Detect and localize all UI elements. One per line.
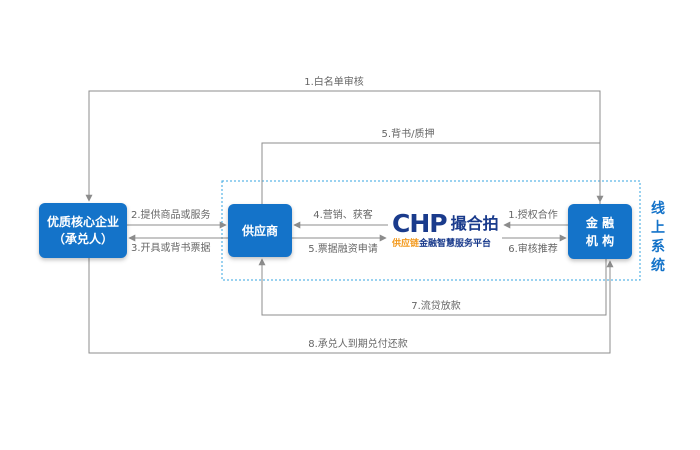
node-core-enterprise: 优质核心企业 （承兑人） xyxy=(39,203,127,258)
online-system-box xyxy=(221,180,641,281)
logo-mark: CHP xyxy=(392,209,448,238)
node-finance-line1: 金 融 xyxy=(585,215,615,230)
node-core-enterprise-title: 优质核心企业 xyxy=(46,214,119,229)
node-supplier: 供应商 xyxy=(228,204,292,257)
edge-label-endorse-pledge: 5.背书/质押 xyxy=(381,129,435,140)
logo-name: 撮合拍 xyxy=(450,214,499,233)
connector-whitelist-review xyxy=(85,90,601,204)
edge-label-marketing: 4.营销、获客 xyxy=(313,210,373,221)
logo-tagline: 供应链金融智慧服务平台 xyxy=(392,239,491,250)
edge-label-loan-disbursement: 7.流贷放款 xyxy=(411,301,461,312)
edge-label-issue-bills: 3.开具或背书票据 xyxy=(131,243,211,254)
edge-label-provide-goods: 2.提供商品或服务 xyxy=(131,210,211,221)
connector-endorse-pledge xyxy=(261,142,604,204)
connector-acceptor-repayment xyxy=(88,258,614,354)
edge-label-authorize-cooperation: 1.授权合作 xyxy=(508,210,558,221)
node-core-enterprise-subtitle: （承兑人） xyxy=(52,231,113,246)
connector-loan-disbursement xyxy=(258,258,607,316)
node-financial-institution: 金 融 机 构 xyxy=(568,204,632,259)
edge-label-financing-application: 5.票据融资申请 xyxy=(308,244,378,255)
logo-tagline-accent: 供应链 xyxy=(392,239,420,249)
edge-label-acceptor-repayment: 8.承兑人到期兑付还款 xyxy=(308,339,408,350)
online-system-label: 线上系统 xyxy=(651,201,665,274)
logo-tagline-rest: 金融智慧服务平台 xyxy=(419,239,492,249)
node-finance-line2: 机 构 xyxy=(585,233,615,248)
edge-label-review-recommendation: 6.审核推荐 xyxy=(508,244,558,255)
edge-label-whitelist-review: 1.白名单审核 xyxy=(304,77,364,88)
node-supplier-label: 供应商 xyxy=(241,224,278,238)
